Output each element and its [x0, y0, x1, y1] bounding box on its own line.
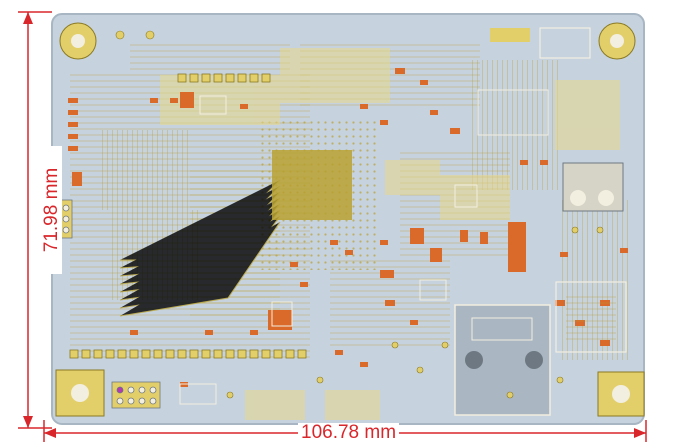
dimension-width-label: 106.78 mm	[298, 423, 400, 443]
header-row-bottom	[69, 349, 307, 359]
top-right-connector	[477, 27, 591, 136]
dimension-height-label: 71.98 mm	[41, 146, 62, 274]
mounting-hole-icon	[55, 22, 645, 417]
mounting-hole-bottom-right	[597, 371, 645, 417]
header-row-top	[177, 73, 271, 83]
mounting-hole-top-left	[59, 22, 97, 60]
main-ic	[272, 150, 352, 220]
audio-connector	[555, 281, 627, 353]
highlight-zones	[160, 48, 620, 420]
mounting-hole-top-right	[598, 22, 636, 60]
mounting-hole-bottom-left	[55, 369, 105, 417]
via-icon	[115, 30, 604, 399]
trace-fan	[119, 179, 281, 317]
usb-connector	[562, 162, 624, 212]
small-ics	[179, 95, 478, 405]
ethernet-connector	[454, 304, 551, 416]
header-2x4-bottom	[111, 381, 161, 409]
smd-components	[68, 68, 628, 387]
